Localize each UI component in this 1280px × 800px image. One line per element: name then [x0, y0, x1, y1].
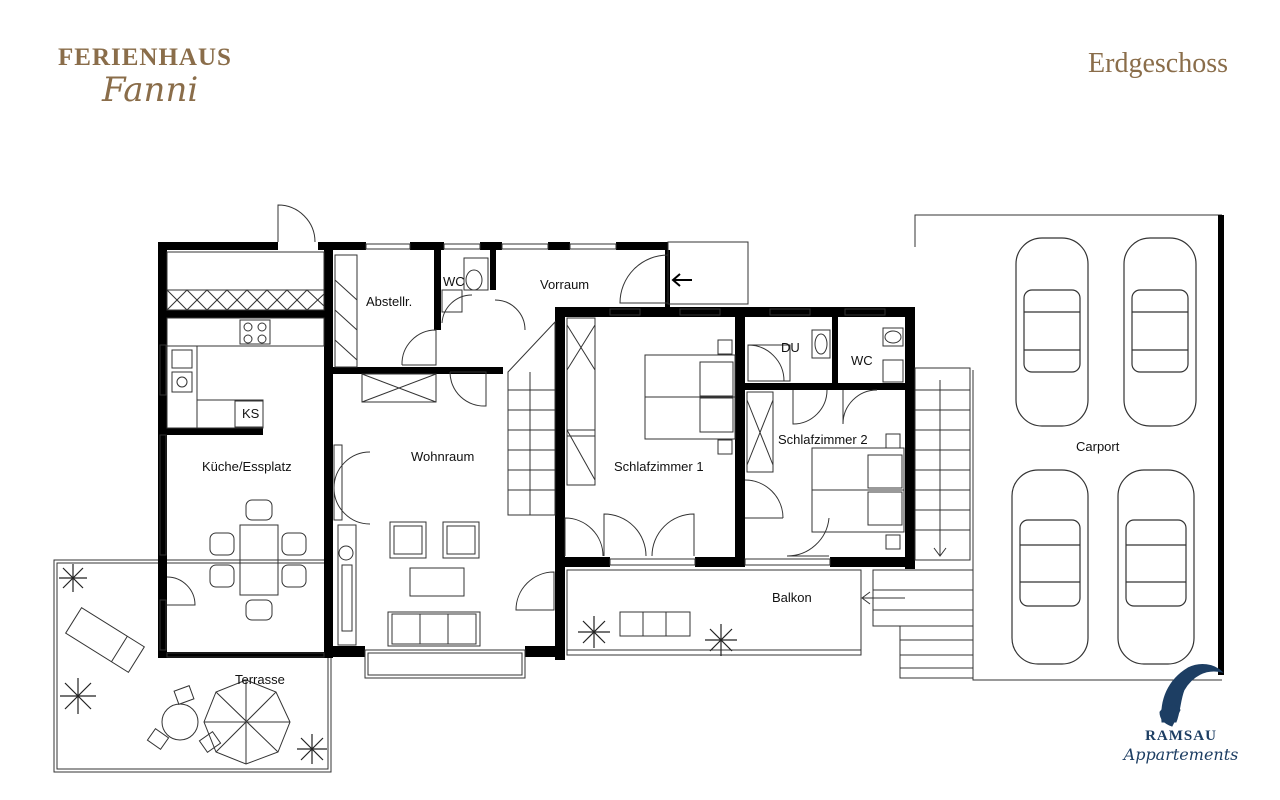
carport-wall [1218, 215, 1224, 675]
label-ks: KS [242, 406, 260, 421]
ramsau-script: Appartements [1123, 745, 1239, 764]
label-schlaf1: Schlafzimmer 1 [614, 459, 704, 474]
label-schlaf2: Schlafzimmer 2 [778, 432, 868, 447]
label-wc2: WC [851, 353, 873, 368]
label-abstellr: Abstellr. [366, 294, 412, 309]
car-1 [1015, 237, 1089, 427]
entrance-arrow [667, 241, 749, 305]
stairs [507, 320, 974, 679]
floor-title: Erdgeschoss [1088, 48, 1228, 79]
label-balkon: Balkon [772, 590, 812, 605]
brand-script: Fanni [102, 70, 199, 110]
ramsau-logo: RAMSAU Appartements [1118, 660, 1244, 764]
cars [1011, 237, 1197, 665]
ramsau-title: RAMSAU [1145, 728, 1217, 744]
label-vorraum: Vorraum [540, 277, 589, 292]
dining-table [209, 499, 307, 621]
bedroom-furniture [566, 317, 905, 550]
bathroom-fixtures [441, 257, 904, 383]
car-3 [1011, 469, 1089, 665]
label-du: DU [781, 340, 800, 355]
windows [159, 243, 886, 679]
label-kueche: Küche/Essplatz [202, 459, 292, 474]
walls [158, 242, 915, 660]
label-wc1: WC [443, 274, 465, 289]
plants [59, 564, 737, 764]
doors [166, 204, 878, 611]
brand-title: FERIENHAUS [58, 44, 232, 71]
terrasse-area [53, 559, 332, 773]
goat-icon [1159, 664, 1224, 727]
car-2 [1123, 237, 1197, 427]
label-carport: Carport [1076, 439, 1120, 454]
kitchen-counter [166, 317, 325, 429]
terrace-furniture [64, 606, 691, 765]
label-wohnraum: Wohnraum [411, 449, 474, 464]
storage-cabinets [166, 251, 358, 368]
living-furniture [337, 373, 481, 647]
label-terrasse: Terrasse [235, 672, 285, 687]
brand-logo: FERIENHAUS Fanni [58, 44, 258, 110]
carport-area [914, 214, 1222, 681]
balkon-area [566, 569, 862, 656]
car-4 [1117, 469, 1195, 665]
